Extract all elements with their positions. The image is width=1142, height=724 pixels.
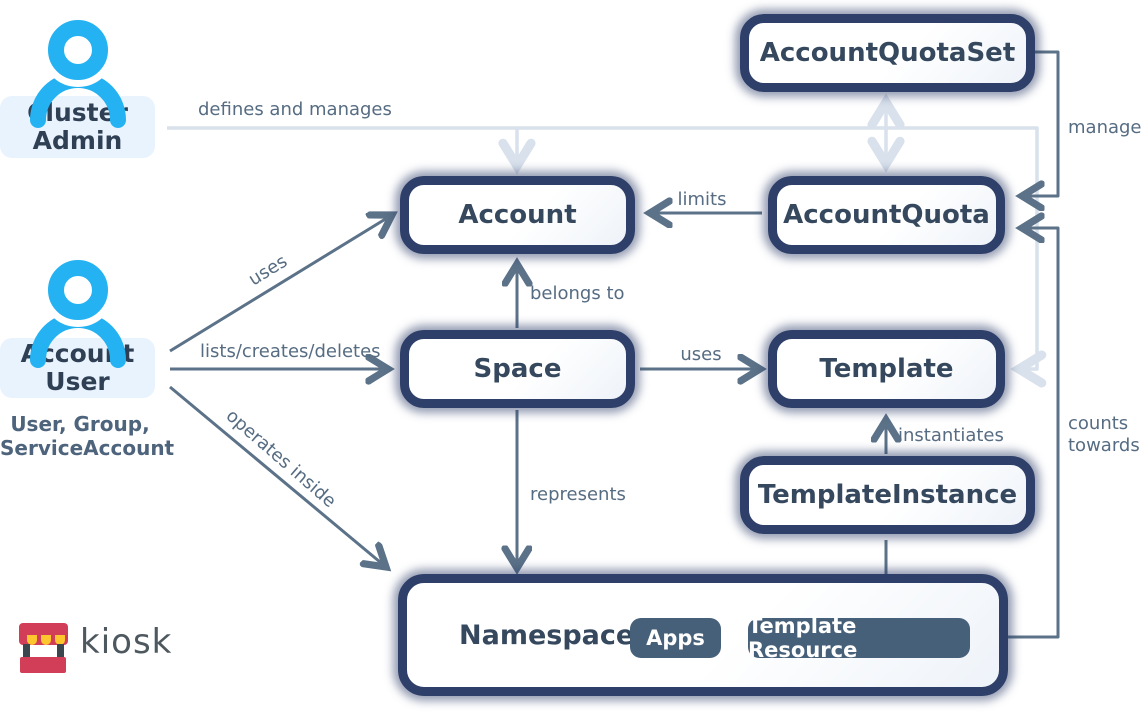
node-space-label: Space: [473, 354, 562, 384]
edge-manages-line: [1022, 50, 1060, 196]
cluster-admin-user-icon: [30, 13, 126, 128]
edge-label-lists-creates-deletes: lists/creates/deletes: [200, 341, 381, 362]
node-space: Space: [400, 330, 635, 408]
node-account: Account: [400, 176, 635, 254]
edge-defines-and-manages-line: [167, 126, 1047, 388]
edge-operates-inside-arrow: [169, 385, 386, 567]
edge-uses-account-arrow: [169, 215, 392, 353]
kiosk-logo: kiosk: [18, 610, 208, 682]
node-template: Template: [768, 330, 1005, 408]
chip-apps: Apps: [630, 618, 721, 658]
edge-label-belongs-to: belongs to: [530, 283, 625, 304]
node-account-quota-set-label: AccountQuotaSet: [759, 38, 1016, 68]
edge-label-limits: limits: [677, 189, 727, 210]
edge-label-counts-towards: counts towards: [1068, 413, 1140, 456]
node-account-quota-set: AccountQuotaSet: [740, 14, 1035, 92]
node-template-label: Template: [819, 354, 954, 384]
node-account-quota-label: AccountQuota: [783, 200, 990, 230]
edge-label-uses-template: uses: [680, 344, 722, 365]
edge-label-instantiates: instantiates: [898, 425, 1004, 446]
node-namespace-label: Namespace: [459, 619, 635, 651]
persona-account-user-sublabel: User, Group, ServiceAccount: [0, 412, 175, 460]
chip-template-resource: Template Resource: [748, 614, 970, 662]
account-user-icon: [30, 253, 126, 368]
kiosk-logo-text: kiosk: [80, 622, 173, 662]
chip-template-resource-label: Template Resource: [748, 614, 858, 662]
node-account-label: Account: [458, 200, 577, 230]
edge-label-manages: manages: [1068, 117, 1142, 138]
node-template-instance-label: TemplateInstance: [757, 480, 1018, 510]
node-template-instance: TemplateInstance: [740, 456, 1035, 534]
edge-counts-towards-line: [1008, 228, 1060, 639]
chip-apps-label: Apps: [646, 626, 705, 650]
edge-label-represents: represents: [530, 484, 626, 505]
node-account-quota: AccountQuota: [768, 176, 1005, 254]
edge-label-defines-and-manages: defines and manages: [198, 99, 392, 120]
